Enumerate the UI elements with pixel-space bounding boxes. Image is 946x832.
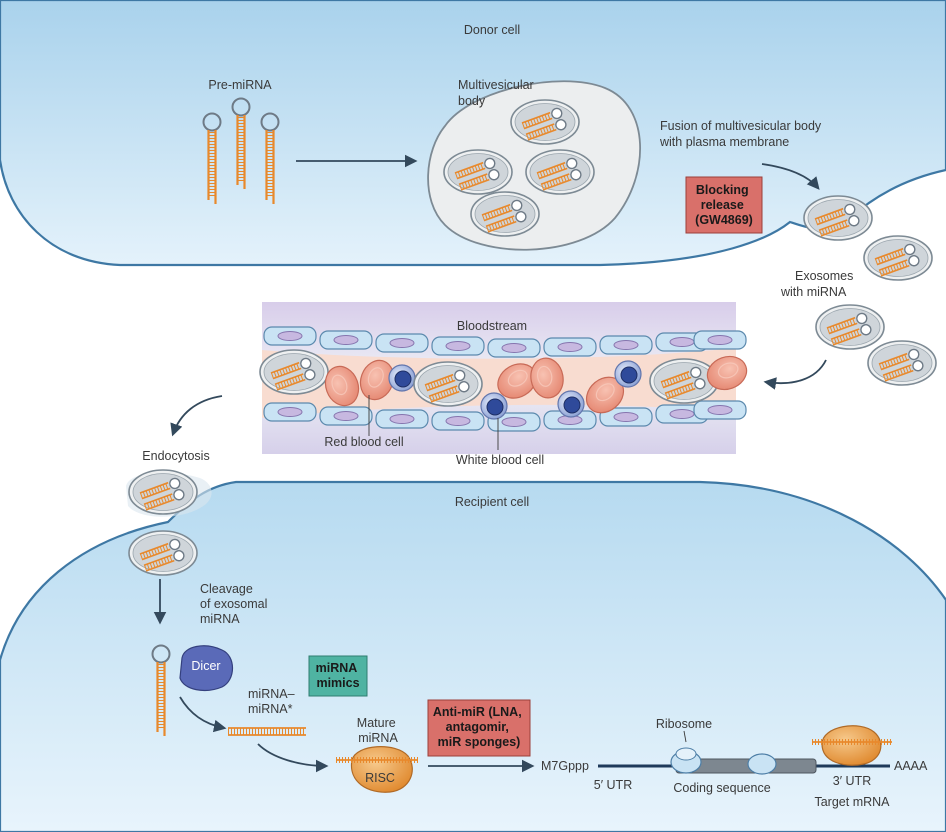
duplex-label: miRNA– miRNA* — [248, 687, 298, 716]
red-blood-cell-label: Red blood cell — [324, 435, 403, 449]
endocytosed-exosome — [129, 470, 197, 514]
mature-mirna-label: Mature miRNA — [357, 716, 399, 745]
blood-vessel — [260, 302, 752, 454]
recipient-cell-title: Recipient cell — [455, 495, 529, 509]
svg-text:RISC: RISC — [365, 771, 395, 785]
svg-text:Blocking release (: Blocking release (GW4869) — [695, 183, 753, 227]
arrow-fusion — [761, 163, 820, 190]
bloodstream-label: Bloodstream — [457, 319, 527, 333]
pre-mirna-label: Pre-miRNA — [208, 78, 272, 92]
coding-sequence-label: Coding sequence — [673, 781, 770, 795]
svg-text:miRNA mimics: miRNA mimics — [316, 661, 361, 690]
cleavage-label: Cleavage of exosomal miRNA — [200, 582, 271, 626]
target-mrna — [598, 725, 892, 775]
white-blood-cell-label: White blood cell — [456, 453, 544, 467]
arrow-to-bloodstream — [763, 359, 827, 390]
mirna-mimics-box: miRNA mimics — [308, 655, 368, 697]
three-utr-label: 3′ UTR — [833, 774, 871, 788]
target-mrna-label: Target mRNA — [814, 795, 890, 809]
fusion-label: Fusion of multivesicular body with plasm… — [659, 119, 825, 149]
ribosome-label: Ribosome — [656, 717, 712, 731]
svg-text:Anti-miR (LNA, antagomir: Anti-miR (LNA, antagomir, miR sponges) — [433, 705, 525, 749]
arrow-to-risc — [257, 743, 329, 773]
poly-a-label: AAAA — [894, 759, 928, 773]
internalized-exosome — [129, 531, 197, 575]
five-utr-label: 5′ UTR — [594, 778, 632, 792]
arrow-to-duplex — [179, 696, 227, 733]
m7gppp-label: M7Gppp — [541, 759, 589, 773]
dicer-enzyme: Dicer — [179, 645, 234, 691]
exosomes-label: Exosomes with miRNA — [780, 269, 857, 299]
arrow-to-endocytosis — [170, 395, 223, 437]
svg-text:Dicer: Dicer — [191, 659, 220, 673]
anti-mir-box: Anti-miR (LNA, antagomir, miR sponges) — [427, 699, 531, 757]
donor-cell-title: Donor cell — [464, 23, 520, 37]
blocking-release-box: Blocking release (GW4869) — [685, 176, 763, 234]
risc-complex: RISC — [336, 746, 418, 793]
mvb-label: Multivesicular body — [458, 78, 537, 108]
multivesicular-body — [427, 80, 641, 251]
recipient-cell — [0, 480, 946, 832]
mirna-duplex — [228, 727, 306, 736]
endocytosis-label: Endocytosis — [142, 449, 209, 463]
